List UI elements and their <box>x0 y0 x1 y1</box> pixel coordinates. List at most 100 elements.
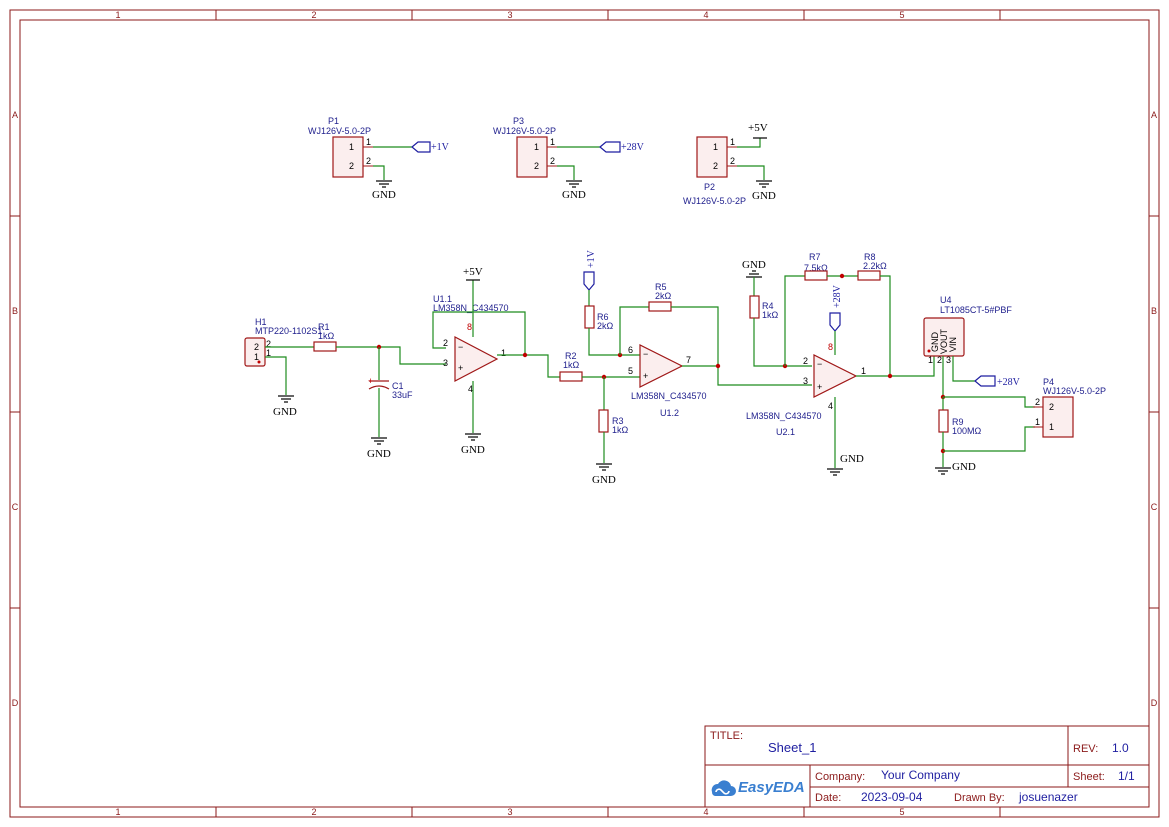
u2-1-pin1: 1 <box>861 366 866 376</box>
p2-pin2-num: 2 <box>713 161 718 171</box>
u2-1-pin3: 3 <box>803 376 808 386</box>
h1-pin1-num: 1 <box>254 352 259 362</box>
u1-2-value: LM358N_C434570 <box>631 391 707 401</box>
row-label-right-B: B <box>1151 306 1157 316</box>
connector-p3[interactable]: P3 WJ126V-5.0-2P 1 2 1 2 <box>493 116 557 178</box>
u2-1-value: LM358N_C434570 <box>746 411 822 421</box>
p1-ref: P1 <box>328 116 339 126</box>
resistor-r9[interactable]: R9 100MΩ <box>938 409 982 436</box>
gnd-label-u2: GND <box>840 453 864 465</box>
row-label-left-B: B <box>12 306 18 316</box>
p1-pin2-label: 2 <box>366 156 371 166</box>
date-label: Date: <box>815 792 841 804</box>
h1-pin2-num: 2 <box>254 342 259 352</box>
row-label-right-D: D <box>1151 698 1158 708</box>
u4-ref: U4 <box>940 295 952 305</box>
u1-2-pin5: 5 <box>628 366 633 376</box>
outer-frame <box>9 9 1160 818</box>
u1-1-pin1: 1 <box>501 348 506 358</box>
resistor-r4[interactable]: R4 1kΩ <box>749 295 779 320</box>
resistor-r6[interactable]: R6 2kΩ <box>584 305 614 331</box>
u4-pin2: 2 <box>937 355 942 365</box>
p2-value: WJ126V-5.0-2P <box>683 196 746 206</box>
gnd-label-u1-1: GND <box>461 444 485 456</box>
u4-pin-gnd-label: GND <box>930 332 940 353</box>
net-flag-p1-1v <box>411 141 431 153</box>
frame-row-markers: A B C D A B C D <box>10 110 1159 708</box>
u2-1-pin4: 4 <box>828 401 833 411</box>
inner-frame <box>19 19 1150 808</box>
col-label-bottom-4: 4 <box>703 807 708 817</box>
col-label-bottom-5: 5 <box>899 807 904 817</box>
r7-ref: R7 <box>809 252 821 262</box>
resistor-r2[interactable]: R2 1kΩ <box>559 351 583 382</box>
regulator-u4[interactable]: U4 LT1085CT-5#PBF GND VOUT VIN 1 2 3 <box>923 295 1012 365</box>
easyeda-logo: EasyEDA <box>711 779 805 796</box>
p3-value: WJ126V-5.0-2P <box>493 126 556 136</box>
h1-ref: H1 <box>255 317 267 327</box>
frame-column-markers: 1 2 3 4 5 1 2 3 4 5 <box>115 10 1001 817</box>
date-value: 2023-09-04 <box>861 790 923 804</box>
u1-2-ref: U1.2 <box>660 408 679 418</box>
opamp-u1-2[interactable]: − + 6 5 7 LM358N_C434570 U1.2 <box>628 344 707 418</box>
r5-ref: R5 <box>655 282 667 292</box>
drawn-by-value: josuenazer <box>1018 790 1078 804</box>
r2-value: 1kΩ <box>563 360 580 370</box>
p4-pin2-num: 2 <box>1049 402 1054 412</box>
p1-pin2-num: 2 <box>349 161 354 171</box>
title-label: TITLE: <box>710 730 743 742</box>
connector-p2[interactable]: 1 2 1 2 P2 WJ126V-5.0-2P <box>683 136 746 206</box>
u1-1-plus: + <box>458 363 463 373</box>
r8-ref: R8 <box>864 252 876 262</box>
c1-ref: C1 <box>392 381 404 391</box>
r6-value: 2kΩ <box>597 321 614 331</box>
net-label-p3-28v: +28V <box>621 142 645 153</box>
p3-pin2-label: 2 <box>550 156 555 166</box>
title-block: TITLE: Sheet_1 REV: 1.0 Company: Your Co… <box>704 725 1150 808</box>
row-label-left-D: D <box>12 698 19 708</box>
drawn-by-label: Drawn By: <box>954 792 1005 804</box>
r4-value: 1kΩ <box>762 310 779 320</box>
net-label-u4-28v: +28V <box>997 377 1021 388</box>
u1-1-pin8: 8 <box>467 322 472 332</box>
p4-pin1-num: 1 <box>1049 422 1054 432</box>
p2-ref: P2 <box>704 182 715 192</box>
net-label-u1-1-5v: +5V <box>463 266 483 278</box>
col-label-top-5: 5 <box>899 10 904 20</box>
u2-1-ref: U2.1 <box>776 427 795 437</box>
u2-1-minus: − <box>817 359 822 369</box>
gnd-symbol-r3 <box>596 463 612 471</box>
col-label-top-4: 4 <box>703 10 708 20</box>
resistor-r1[interactable]: R1 1kΩ <box>313 322 337 352</box>
u1-1-ref: U1.1 <box>433 294 452 304</box>
connector-h1[interactable]: H1 MTP220-1102S1 2 1 2 1 <box>244 317 322 367</box>
net-flag-u4-28v <box>974 375 996 387</box>
p3-pin1-label: 1 <box>550 137 555 147</box>
r9-ref: R9 <box>952 417 964 427</box>
h1-pin1-label: 1 <box>266 348 271 358</box>
p4-pin1-label: 1 <box>1035 417 1040 427</box>
capacitor-c1[interactable]: + C1 33uF <box>368 347 413 400</box>
resistor-r5[interactable]: R5 2kΩ <box>648 282 672 312</box>
p3-ref: P3 <box>513 116 524 126</box>
opamp-u1-1[interactable]: U1.1 LM358N_C434570 − + 2 3 1 8 4 <box>433 294 509 394</box>
p2-pin2-label: 2 <box>730 156 735 166</box>
connector-p1[interactable]: P1 WJ126V-5.0-2P 1 2 1 2 <box>308 116 373 178</box>
gnd-label-r4: GND <box>742 259 766 271</box>
connector-p4[interactable]: P4 WJ126V-5.0-2P 2 1 2 1 <box>1033 377 1106 438</box>
gnd-symbol-u1-1 <box>465 433 481 441</box>
row-label-left-C: C <box>12 502 19 512</box>
resistor-r3[interactable]: R3 1kΩ <box>598 409 629 435</box>
p2-pin1-label: 1 <box>730 137 735 147</box>
u2-1-plus: + <box>817 382 822 392</box>
gnd-label-p2: GND <box>752 190 776 202</box>
resistor-r7[interactable]: R7 7.5kΩ <box>804 252 828 281</box>
opamp-u2-1[interactable]: − + 2 3 1 8 4 LM358N_C434570 U2.1 <box>746 342 866 437</box>
col-label-bottom-3: 3 <box>507 807 512 817</box>
r9-value: 100MΩ <box>952 426 982 436</box>
col-label-bottom-2: 2 <box>311 807 316 817</box>
net-flag-u2-28v <box>829 312 841 332</box>
r4-ref: R4 <box>762 301 774 311</box>
p1-value: WJ126V-5.0-2P <box>308 126 371 136</box>
